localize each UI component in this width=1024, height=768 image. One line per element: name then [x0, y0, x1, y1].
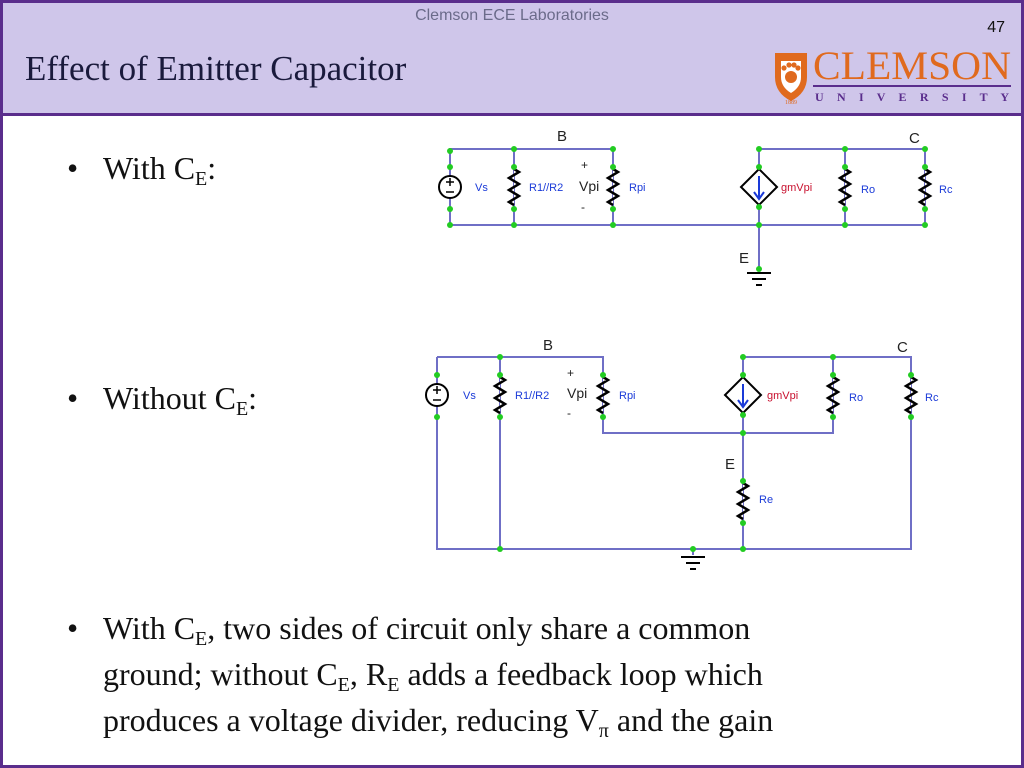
- circuit2-nodes: [434, 354, 914, 552]
- bullet-text-suffix: :: [248, 380, 258, 416]
- gm-label: gmVpi: [781, 182, 812, 194]
- rpi-resistor-icon: [605, 167, 621, 207]
- explanation-line-3: produces a voltage divider, reducing Vπ …: [103, 702, 774, 742]
- circuit-with-ce: B C E Vs R1//R2 + Vpi - Rpi gmVpi Ro Rc: [438, 128, 953, 286]
- rc-resistor-icon: [917, 167, 933, 207]
- r12-label: R1//R2: [529, 182, 563, 194]
- bullet-text-suffix: :: [207, 150, 217, 186]
- lab-name: Clemson ECE Laboratories: [415, 7, 609, 24]
- bullet-subscript: E: [195, 168, 208, 190]
- logo-wordmark: CLEMSON: [813, 43, 1011, 88]
- bullet-subscript: E: [235, 398, 249, 420]
- bullet-text: With C: [103, 150, 196, 186]
- ro-resistor-icon: [837, 167, 853, 207]
- rpi-resistor-icon: [595, 375, 611, 415]
- vpi-label: Vpi: [579, 178, 599, 194]
- bullet-dot: •: [67, 610, 79, 646]
- circuit1-nodes: [447, 146, 928, 272]
- node-b-label: B: [557, 128, 567, 145]
- clemson-logo: 1889 CLEMSON U N I V E R S I T Y: [775, 43, 1011, 105]
- node-c-label: C: [897, 339, 908, 356]
- ground-icon: [681, 556, 705, 570]
- ro-label: Ro: [849, 392, 863, 404]
- node-b-label: B: [543, 337, 553, 354]
- circuit2-wires: [436, 356, 912, 555]
- ro-label: Ro: [861, 184, 875, 196]
- vs-label: Vs: [475, 182, 488, 194]
- bullet-text: Without C: [103, 380, 236, 416]
- node-e-label: E: [739, 250, 749, 267]
- page-number: 47: [987, 19, 1005, 36]
- paw-emblem-icon: 1889: [775, 53, 807, 105]
- rpi-label: Rpi: [619, 390, 636, 402]
- ro-resistor-icon: [825, 375, 841, 415]
- ground-icon: [747, 272, 771, 286]
- circuit-without-ce: B C E Vs R1//R2 + Vpi - Rpi gmVpi Ro Rc …: [425, 337, 939, 570]
- rpi-label: Rpi: [629, 182, 646, 194]
- dependent-current-source-icon: [739, 167, 779, 207]
- slide-title: Effect of Emitter Capacitor: [25, 49, 407, 88]
- bullet-dot: •: [67, 380, 79, 416]
- r12-resistor-icon: [506, 167, 522, 207]
- vs-label: Vs: [463, 390, 476, 402]
- vs-source-icon: [425, 383, 449, 407]
- explanation-line-2: ground; without CE, RE adds a feedback l…: [103, 656, 763, 696]
- vs-source-icon: [438, 175, 462, 199]
- vpi-label: Vpi: [567, 385, 587, 401]
- rc-label: Rc: [939, 184, 953, 196]
- bullet-with-ce: • With CE:: [67, 145, 217, 191]
- r12-label: R1//R2: [515, 390, 549, 402]
- bullet-dot: •: [67, 150, 79, 186]
- rc-resistor-icon: [903, 375, 919, 415]
- node-e-label: E: [725, 456, 735, 473]
- vpi-plus-label: +: [567, 366, 574, 380]
- circuit1-wires: [449, 148, 926, 271]
- gm-label: gmVpi: [767, 390, 798, 402]
- re-resistor-icon: [735, 481, 751, 521]
- node-c-label: C: [909, 130, 920, 147]
- vpi-minus-label: -: [581, 200, 585, 214]
- r12-resistor-icon: [492, 375, 508, 415]
- rc-label: Rc: [925, 392, 939, 404]
- logo-year: 1889: [785, 100, 797, 105]
- dependent-current-source-icon: [723, 375, 763, 415]
- vpi-minus-label: -: [567, 406, 571, 420]
- bullet-explanation: • With CE, two sides of circuit only sha…: [67, 605, 774, 743]
- explanation-line-1: With CE, two sides of circuit only share…: [103, 610, 751, 650]
- logo-subtext: U N I V E R S I T Y: [815, 90, 1009, 104]
- vpi-plus-label: +: [581, 158, 588, 172]
- header-bar: Clemson ECE Laboratories 47 Effect of Em…: [3, 3, 1021, 116]
- bullet-without-ce: • Without CE:: [67, 375, 258, 421]
- re-label: Re: [759, 494, 773, 506]
